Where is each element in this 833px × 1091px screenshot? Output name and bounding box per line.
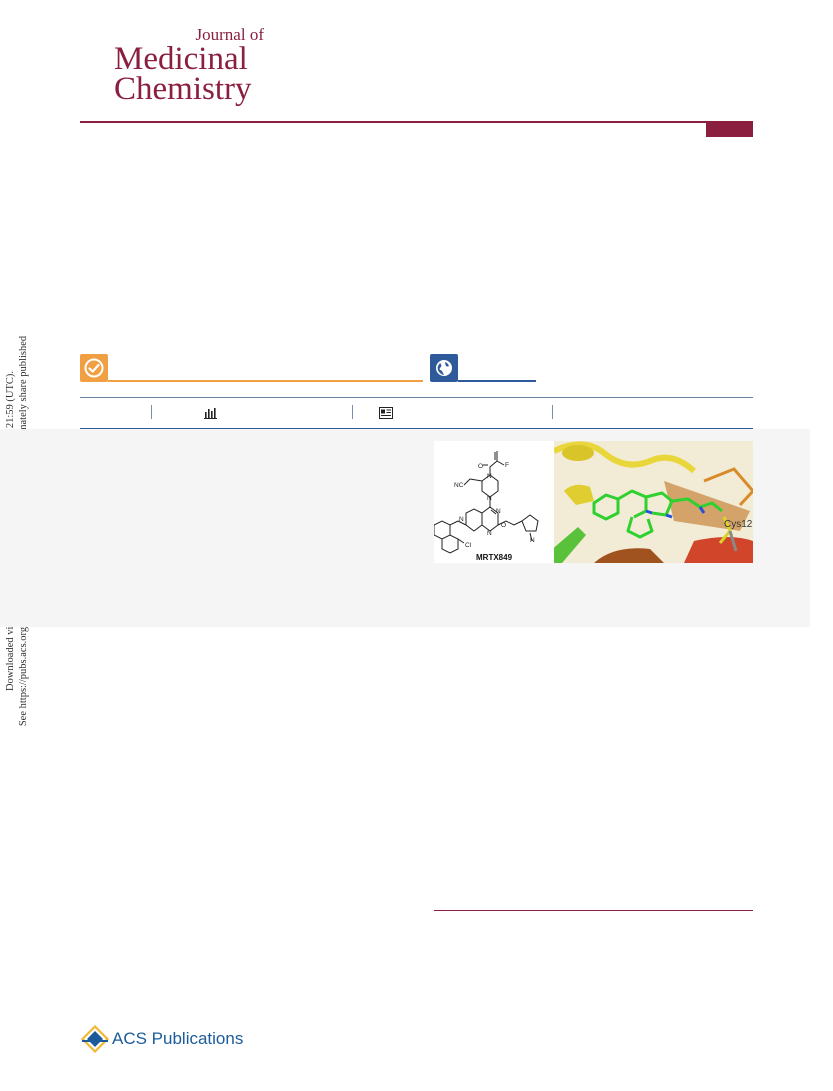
- atom-label: NC: [454, 482, 464, 489]
- journal-title-line2: Medicinal: [114, 41, 248, 77]
- atom-label: N: [487, 495, 492, 502]
- metrics-separator: [151, 405, 152, 419]
- metrics-separator: [552, 405, 553, 419]
- compound-label: MRTX849: [476, 553, 513, 562]
- metrics-separator: [352, 405, 353, 419]
- metrics-bar-bottom-rule: [80, 428, 753, 429]
- atom-label: N: [487, 473, 492, 480]
- protein-ligand-render: Cys12: [554, 441, 753, 563]
- atom-label: N: [459, 516, 464, 523]
- journal-masthead: Journal of Medicinal Chemistry: [114, 25, 264, 107]
- article-icon[interactable]: [379, 406, 393, 424]
- molecule-structure: F O NC N N N N N O N Cl: [434, 451, 539, 554]
- acs-logo-icon: [81, 1025, 109, 1053]
- metrics-bar-top-rule: [80, 397, 753, 398]
- open-access-rule: [108, 380, 423, 382]
- journal-title-line1: Journal of: [195, 25, 264, 44]
- bar-chart-icon[interactable]: [204, 406, 217, 424]
- atom-label: N: [496, 508, 501, 515]
- header-tab-marker: [706, 123, 753, 137]
- globe-rule: [458, 380, 536, 382]
- globe-icon: [436, 360, 452, 376]
- footnote-divider: [434, 910, 753, 911]
- header-divider: [80, 121, 753, 123]
- atom-label: N: [530, 537, 535, 544]
- residue-label: Cys12: [724, 519, 753, 530]
- atom-label: N: [487, 530, 492, 537]
- checkmark-icon: [84, 358, 104, 378]
- journal-title-line3: Chemistry: [114, 71, 252, 107]
- publisher-name: ACS Publications: [112, 1029, 244, 1048]
- globe-badge[interactable]: [430, 354, 458, 382]
- atom-label: O: [501, 522, 506, 529]
- atom-label: O: [478, 463, 483, 470]
- toc-graphic: F O NC N N N N N O N Cl MRTX849: [434, 441, 753, 563]
- atom-label: Cl: [465, 542, 472, 549]
- atom-label: F: [505, 462, 509, 469]
- acs-publications-logo[interactable]: ACS Publications: [80, 1024, 243, 1054]
- open-access-badge[interactable]: [80, 354, 108, 382]
